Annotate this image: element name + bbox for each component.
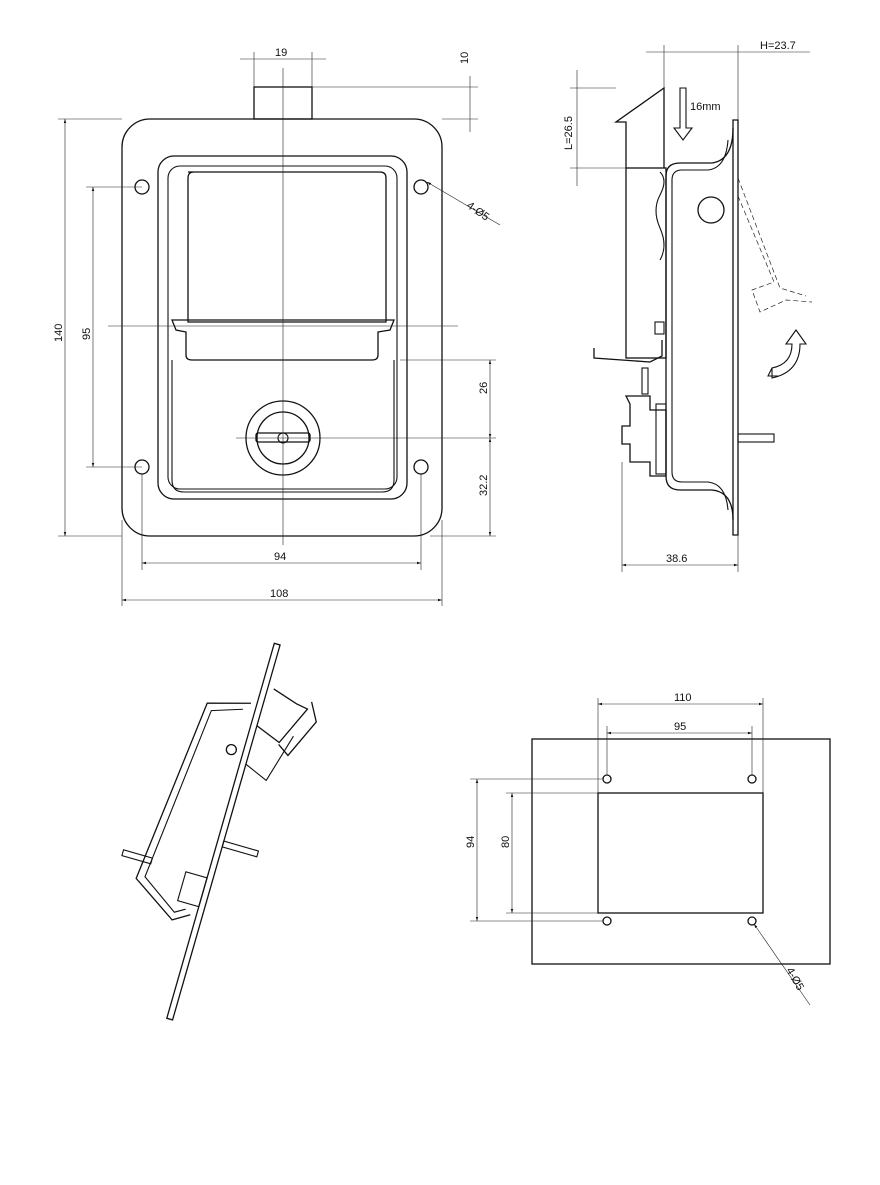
dim-L: L=26.5 bbox=[563, 116, 575, 150]
outer-flange bbox=[121, 118, 443, 537]
dim-H: H=23.7 bbox=[760, 40, 796, 52]
dim-vertical-outer: 94 bbox=[465, 836, 477, 848]
paddle-top bbox=[187, 171, 387, 323]
side-plate bbox=[732, 119, 739, 536]
recess-inner bbox=[167, 165, 398, 490]
mounting-hole bbox=[134, 179, 429, 475]
isometric-view bbox=[121, 642, 317, 1021]
cutout-view: 110 95 94 80 4-Ø5 bbox=[465, 692, 831, 1006]
dim-lock-from-bottom: 32.2 bbox=[478, 475, 490, 496]
paddle-grip bbox=[171, 319, 395, 361]
front-view: 19 10 140 95 26 32.2 94 108 bbox=[53, 47, 501, 606]
cutout-hole-callout: 4-Ø5 bbox=[783, 966, 806, 993]
dim-tab-height: 10 bbox=[459, 52, 471, 64]
panel-outline bbox=[531, 738, 831, 965]
dim-hole-vertical: 95 bbox=[81, 328, 93, 340]
dim-hole-outer: 110 bbox=[674, 692, 692, 704]
side-body bbox=[625, 167, 667, 359]
dim-travel: 16mm bbox=[690, 101, 721, 113]
cutout-hole bbox=[602, 774, 757, 926]
side-lever bbox=[613, 86, 665, 168]
dim-lock-from-center: 26 bbox=[478, 382, 490, 394]
side-view: 16mm H=23.7 L=26.5 38.6 bbox=[563, 40, 813, 572]
dim-vertical-inner: 80 bbox=[500, 836, 512, 848]
dim-hole-inner: 95 bbox=[674, 721, 686, 733]
dim-hole-horizontal: 94 bbox=[274, 551, 286, 563]
recess-outline bbox=[157, 155, 408, 500]
hole-callout: 4-Ø5 bbox=[464, 200, 491, 224]
dim-overall-height: 140 bbox=[53, 324, 65, 342]
dim-overall-width: 108 bbox=[270, 588, 288, 600]
cutout-rect bbox=[597, 792, 764, 914]
dim-tab-width: 19 bbox=[275, 47, 287, 59]
dim-depth: 38.6 bbox=[666, 553, 687, 565]
